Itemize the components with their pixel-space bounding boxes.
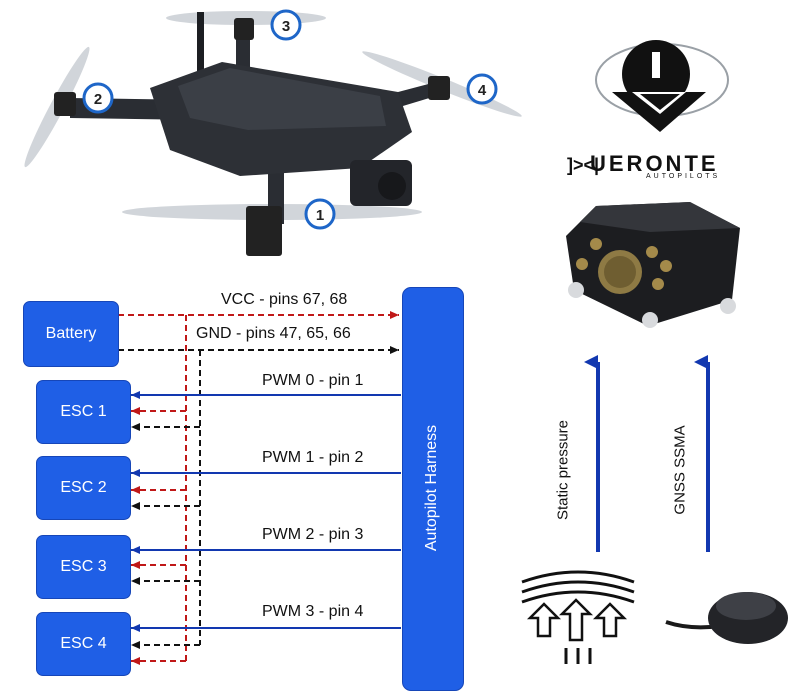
motor-number-2: 2 xyxy=(94,91,102,108)
pwm-0-label: PWM 0 - pin 1 xyxy=(262,372,364,389)
esc-3-label: ESC 3 xyxy=(60,558,107,575)
esc-2-power xyxy=(131,486,200,510)
motor-badge-2: 2 xyxy=(82,82,114,114)
drone-antenna xyxy=(197,12,204,80)
vcc-label: VCC - pins 67, 68 xyxy=(221,291,348,308)
battery-label: Battery xyxy=(45,325,97,342)
esc-3-box: ESC 3 xyxy=(36,535,131,599)
esc-2-label: ESC 2 xyxy=(60,479,107,496)
esc-4-box: ESC 4 xyxy=(36,612,131,676)
motor-number-1: 1 xyxy=(316,207,324,224)
static-pressure-label: Static pressure xyxy=(554,419,572,521)
motor-badge-3: 3 xyxy=(270,9,302,41)
veronte-logo xyxy=(595,40,729,132)
gnd-label: GND - pins 47, 65, 66 xyxy=(196,325,351,342)
motor-2 xyxy=(54,92,76,116)
pwm-3-label: PWM 3 - pin 4 xyxy=(262,603,364,620)
veronte-logo-mark: ]><| xyxy=(567,155,599,175)
motor-number-3: 3 xyxy=(282,18,290,35)
autopilot-device xyxy=(566,202,740,328)
esc-1-label: ESC 1 xyxy=(60,403,107,420)
esc-3-power xyxy=(131,561,200,585)
esc-1-power xyxy=(131,407,200,431)
pwm-2-label: PWM 2 - pin 3 xyxy=(262,526,364,543)
motor-number-4: 4 xyxy=(478,82,487,99)
drone-body-top xyxy=(178,68,386,130)
battery-box: Battery xyxy=(23,301,119,367)
veronte-brand-sub: AUTOPILOTS xyxy=(646,173,721,180)
autopilot-harness-label: Autopilot Harness xyxy=(423,424,440,552)
motor-badge-4: 4 xyxy=(466,73,498,105)
esc-4-power xyxy=(131,641,200,665)
drone-camera xyxy=(378,172,406,200)
esc-2-box: ESC 2 xyxy=(36,456,131,520)
veronte-brand: UERONTE xyxy=(590,151,719,176)
autopilot-harness-box xyxy=(402,287,464,691)
esc-4-label: ESC 4 xyxy=(60,635,107,652)
motor-4 xyxy=(428,76,450,100)
motor-badge-1: 1 xyxy=(304,198,336,230)
pwm-1-label: PWM 1 - pin 2 xyxy=(262,449,364,466)
gnss-label: GNSS SSMA xyxy=(671,425,689,515)
motor-3 xyxy=(234,18,254,40)
gnss-antenna xyxy=(665,592,788,644)
static-pressure-icon xyxy=(521,570,635,664)
esc-1-box: ESC 1 xyxy=(36,380,131,444)
motor-1 xyxy=(246,206,282,256)
